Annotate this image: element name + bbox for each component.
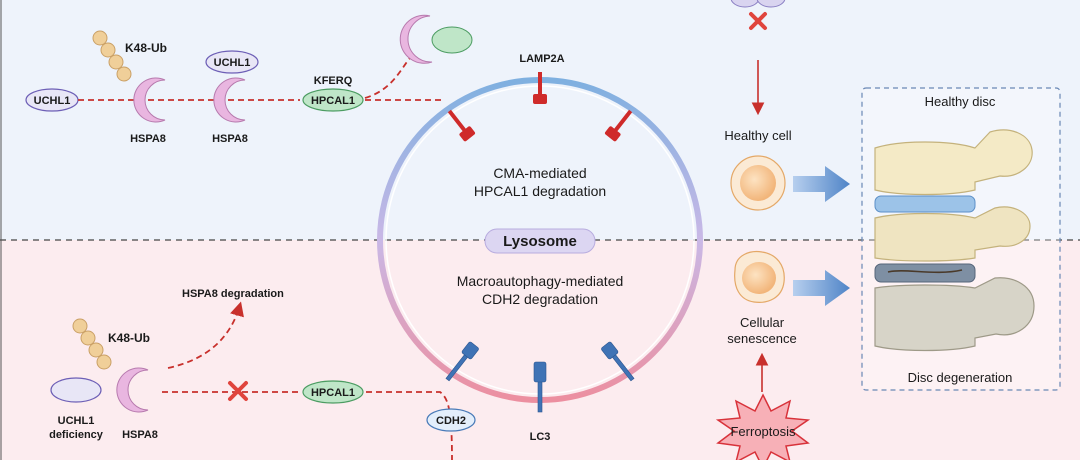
- lc3-receptors: [445, 341, 635, 413]
- k48-ub-top-label: K48-Ub: [125, 41, 167, 55]
- vertebra-3: [874, 277, 1035, 352]
- vertebra-2: [874, 206, 1031, 262]
- healthy-cell-label: Healthy cell: [724, 128, 791, 143]
- disc-degeneration-label: Disc degeneration: [908, 370, 1013, 385]
- cellular-senescence-line1: Cellular: [740, 315, 785, 330]
- hspa8-label-2: HSPA8: [212, 133, 248, 145]
- hspa8-bottom-label: HSPA8: [122, 429, 158, 441]
- healthy-arrow: [793, 166, 850, 202]
- uchl1-deficiency-line2: deficiency: [49, 429, 104, 441]
- hpcal1-bottom-oval: [302, 380, 364, 404]
- lamp2a-label: LAMP2A: [519, 53, 564, 65]
- block-cross-top: [749, 12, 767, 30]
- lysosome-pill: [484, 228, 596, 254]
- vertebra-1: [874, 129, 1033, 196]
- uchl1-deficiency-oval: [50, 377, 102, 403]
- lamp2a-receptors: [447, 72, 633, 142]
- ubiquitin-chain-bottom: [72, 318, 112, 370]
- cma-mediated-line2: HPCAL1 degradation: [474, 183, 606, 199]
- macro-mediated-line2: CDH2 degradation: [482, 291, 598, 307]
- hpcal1-top-label: HPCAL1: [311, 95, 355, 107]
- degenerated-disc-layer: [874, 263, 976, 283]
- chaperone-complex: [399, 14, 433, 64]
- uchl1-top-oval: [205, 50, 259, 74]
- block-cross-bottom: [228, 381, 248, 401]
- healthy-cell-nucleus: [740, 165, 776, 201]
- ferroptosis-burst: [715, 393, 811, 460]
- lc3-label: LC3: [530, 431, 551, 443]
- cellular-senescence-line2: senescence: [727, 331, 796, 346]
- cma-mediated-line1: CMA-mediated: [493, 165, 586, 181]
- uchl1-top-label: UCHL1: [214, 57, 251, 69]
- uchl1-deficiency-line1: UCHL1: [58, 415, 95, 427]
- k48-ub-bottom-label: K48-Ub: [108, 331, 150, 345]
- ferroptosis-label: Ferroptosis: [730, 424, 796, 439]
- cdh2-label: CDH2: [436, 415, 466, 427]
- lysosome-label: Lysosome: [503, 233, 577, 250]
- healthy-disc-label: Healthy disc: [925, 94, 996, 109]
- healthy-disc-layer: [874, 195, 976, 213]
- bottom-dashed-line-2: [366, 391, 453, 460]
- top-right-complex: [730, 0, 786, 8]
- spine-illustration: [874, 129, 1035, 352]
- hspa8-chaperone-1: [133, 77, 166, 123]
- macro-mediated-line1: Macroautophagy-mediated: [457, 273, 624, 289]
- hspa8-degradation-label: HSPA8 degradation: [182, 288, 284, 300]
- hspa8-chaperone-bottom: [116, 367, 149, 413]
- hpcal1-top-oval: [302, 88, 364, 112]
- uchl1-left-label: UCHL1: [34, 95, 71, 107]
- cdh2-oval: [426, 408, 476, 432]
- senescent-cell-nucleus: [742, 262, 776, 294]
- hspa8-chaperone-2: [213, 77, 246, 123]
- top-dashed-curve: [364, 57, 411, 99]
- ubiquitin-chain-top: [92, 30, 132, 82]
- degeneration-arrow: [793, 270, 850, 306]
- kferq-label: KFERQ: [314, 75, 353, 87]
- hpcal1-bottom-label: HPCAL1: [311, 387, 355, 399]
- degradation-arrow: [167, 301, 244, 369]
- hspa8-label-1: HSPA8: [130, 133, 166, 145]
- hpcal1-complex-oval: [431, 26, 473, 54]
